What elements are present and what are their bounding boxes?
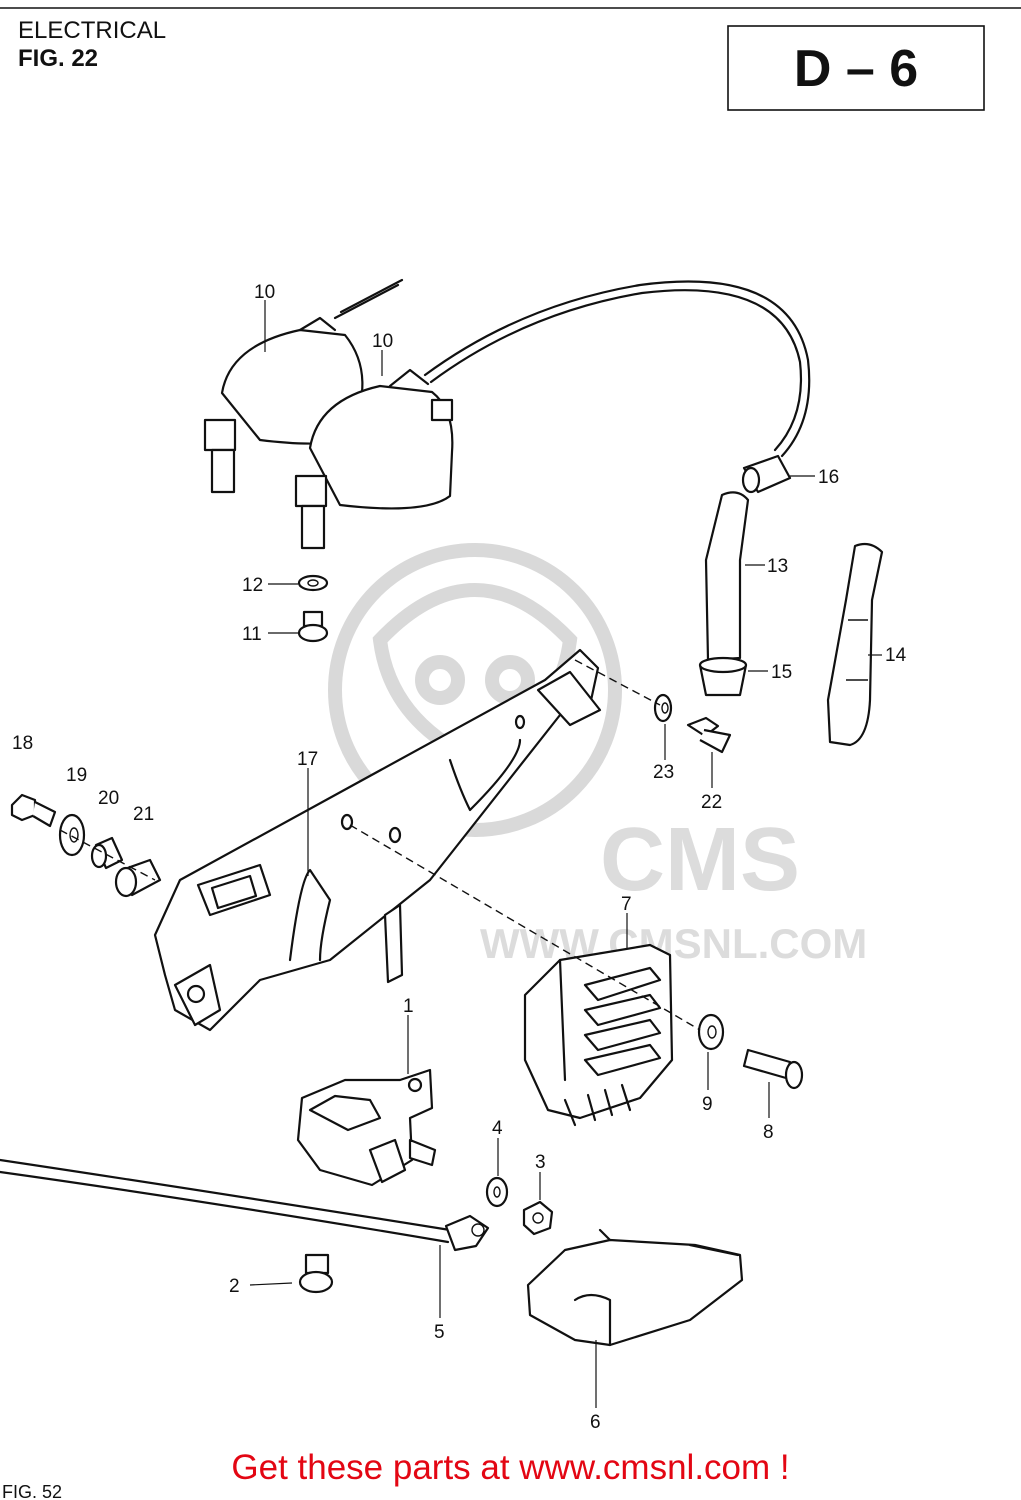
callout-16: 16: [818, 467, 839, 488]
screw-11: [297, 610, 329, 643]
callout-23: 23: [653, 762, 674, 783]
callout-12: 12: [242, 575, 263, 596]
section-title: ELECTRICAL: [18, 17, 166, 44]
callout-3: 3: [535, 1152, 546, 1173]
callout-1: 1: [403, 996, 414, 1017]
lead-wire-5: [0, 1158, 490, 1252]
bolt-22: [686, 716, 732, 754]
ignition-coil-front: [294, 368, 454, 550]
page-code-box: D – 6: [727, 25, 985, 111]
washer-19: [58, 813, 86, 857]
leader-lines: [249, 300, 882, 1408]
washer-4: [485, 1176, 509, 1208]
watermark-mascot: [328, 543, 622, 837]
watermark-brand: CMS: [600, 810, 800, 910]
callout-17: 17: [297, 749, 318, 770]
bolt-18: [10, 793, 57, 828]
spark-plug-cap-13: [698, 491, 750, 697]
callout-22: 22: [701, 792, 722, 813]
callout-21: 21: [133, 804, 154, 825]
spacer-20: [90, 836, 124, 870]
bracket-17: [153, 648, 602, 1032]
high-tension-lead: [423, 280, 811, 458]
washer-9: [697, 1013, 725, 1051]
page-code: D – 6: [794, 40, 918, 98]
relay-cover-6: [526, 1228, 744, 1347]
callout-13: 13: [767, 556, 788, 577]
callout-10-rear: 10: [254, 282, 275, 303]
callout-11: 11: [242, 624, 262, 645]
callout-15: 15: [771, 662, 792, 683]
screw-2: [298, 1253, 334, 1294]
callout-7: 7: [621, 894, 632, 915]
callout-6: 6: [590, 1412, 601, 1433]
buy-parts-link[interactable]: Get these parts at www.cmsnl.com !: [231, 1448, 790, 1487]
callout-18: 18: [12, 733, 33, 754]
callout-19: 19: [66, 765, 87, 786]
nut-3: [522, 1200, 554, 1236]
callout-14: 14: [885, 645, 907, 666]
callout-20: 20: [98, 788, 119, 809]
spark-plug-cap-14: [826, 542, 884, 747]
assembly-line-23: [574, 659, 661, 706]
watermark-url: WWW.CMSNL.COM: [480, 920, 867, 967]
callout-5: 5: [434, 1322, 445, 1343]
watermark: CMS WWW.CMSNL.COM: [328, 543, 867, 967]
assembly-line-18: [59, 829, 156, 881]
assembly-line-7: [349, 824, 701, 1031]
regulator-rectifier-7: [523, 943, 674, 1127]
starter-relay-1: [296, 1068, 437, 1187]
figure-number: FIG. 22: [18, 45, 98, 72]
callouts: 1 2 3 4 5 6 7 8 9 10 10 11 12 13 14 15 1…: [12, 282, 907, 1433]
washer-23: [653, 693, 673, 723]
washer-12: [297, 574, 329, 592]
callout-8: 8: [763, 1122, 774, 1143]
callout-10-front: 10: [372, 331, 393, 352]
screw-8: [742, 1048, 804, 1090]
plug-cap-seal: [741, 454, 792, 494]
footer-corner-label: FIG. 52: [2, 1482, 62, 1500]
callout-9: 9: [702, 1094, 713, 1115]
callout-4: 4: [492, 1118, 503, 1139]
grommet-21: [114, 858, 162, 898]
callout-2: 2: [229, 1276, 240, 1297]
